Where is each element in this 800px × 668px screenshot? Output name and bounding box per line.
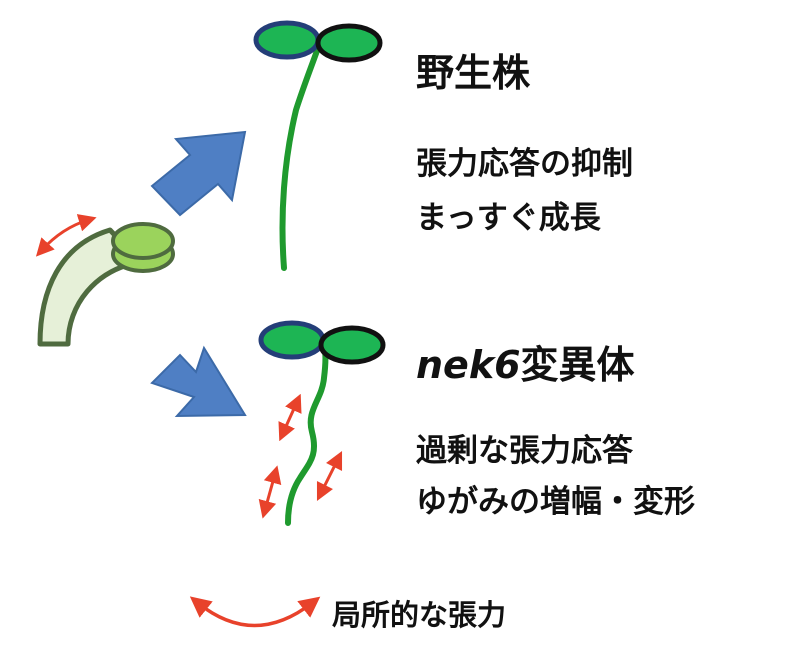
- mutant-tension-arrow-upper: [278, 393, 302, 442]
- mutant-stem: [285, 342, 329, 526]
- seedling-tension-arrow: [35, 214, 97, 257]
- wild-type-stem: [279, 45, 321, 271]
- wild-type-description-line2: まっすぐ成長: [416, 200, 601, 236]
- mutant-tension-arrow-lower-left: [258, 465, 282, 519]
- seedling-seed-upper: [111, 222, 175, 260]
- mutant-cotyledon-left: [258, 320, 326, 360]
- mutant-description-line2: ゆがみの増幅・変形: [416, 484, 695, 520]
- legend-tension-arrow: [189, 596, 321, 628]
- wild-type-cotyledon-left: [253, 20, 321, 60]
- mutant-title-suffix: 変異体: [520, 343, 635, 387]
- wild-type-cotyledon-right: [315, 23, 383, 63]
- legend-label: 局所的な張力: [332, 598, 507, 632]
- wild-type-title: 野生株: [416, 51, 531, 95]
- mutant-gene-name: nek6: [416, 343, 521, 387]
- germinating-seedling: [35, 214, 175, 347]
- wild-type-plant: [253, 20, 383, 271]
- wild-type-description-line1: 張力応答の抑制: [416, 146, 633, 182]
- mutant-plant: [258, 320, 386, 526]
- mutant-tension-arrow-lower-right: [316, 450, 343, 502]
- arrow-to-wild-type: [150, 130, 247, 217]
- arrow-to-mutant: [150, 345, 247, 418]
- mutant-description-line1: 過剰な張力応答: [416, 433, 633, 469]
- mutant-cotyledon-right: [318, 325, 386, 365]
- mutant-title: nek6変異体: [416, 334, 635, 389]
